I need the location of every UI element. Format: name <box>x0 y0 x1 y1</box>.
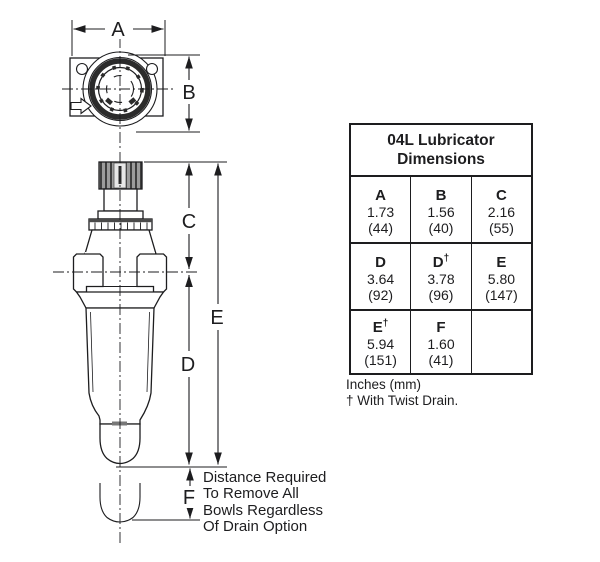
body-shoulder <box>84 229 157 255</box>
dim-label-f: F <box>183 487 195 509</box>
table-row: A 1.73 (44) B 1.56 (40) C 2.16 (55) <box>349 175 533 244</box>
knob-collar <box>97 210 144 220</box>
table-cell-c: C 2.16 (55) <box>470 175 533 244</box>
mounting-hole-right <box>145 62 159 76</box>
bowl-removal-note: Distance Required To Remove All Bowls Re… <box>203 469 327 536</box>
dim-label-b: B <box>182 82 195 104</box>
table-cell-a: A 1.73 (44) <box>349 175 412 244</box>
footnote-twist-drain: † With Twist Drain. <box>346 393 459 408</box>
dimension-label-backs <box>105 19 231 508</box>
port-clamp-left <box>72 253 104 293</box>
table-title: 04L Lubricator Dimensions <box>349 123 533 177</box>
flow-direction-arrow-icon <box>70 97 92 115</box>
table-cell-e-dagger: E† 5.94 (151) <box>349 309 412 375</box>
centerlines <box>53 37 198 546</box>
table-cell-e: E 5.80 (147) <box>470 242 533 311</box>
dim-label-c: C <box>182 211 196 233</box>
knob-stem <box>103 188 138 212</box>
table-cell-f: F 1.60 (41) <box>410 309 472 375</box>
mounting-hole-left <box>75 62 89 76</box>
dim-label-e: E <box>210 307 223 329</box>
port-clamp-right <box>136 253 168 293</box>
extension-lines <box>71 20 227 521</box>
table-cell-empty <box>470 309 533 375</box>
table-row: E† 5.94 (151) F 1.60 (41) <box>349 309 533 375</box>
dim-label-a: A <box>111 19 125 41</box>
lubricator-technical-drawing: A B C D E F <box>53 19 231 546</box>
table-cell-d-dagger: D† 3.78 (96) <box>410 242 472 311</box>
dim-label-d: D <box>181 354 195 376</box>
table-row: D 3.64 (92) D† 3.78 (96) E 5.80 (147) <box>349 242 533 311</box>
table-cell-d: D 3.64 (92) <box>349 242 412 311</box>
footnote-units: Inches (mm) <box>346 377 422 392</box>
table-cell-b: B 1.56 (40) <box>410 175 472 244</box>
dimensions-table: 04L Lubricator Dimensions A 1.73 (44) B … <box>349 123 533 375</box>
